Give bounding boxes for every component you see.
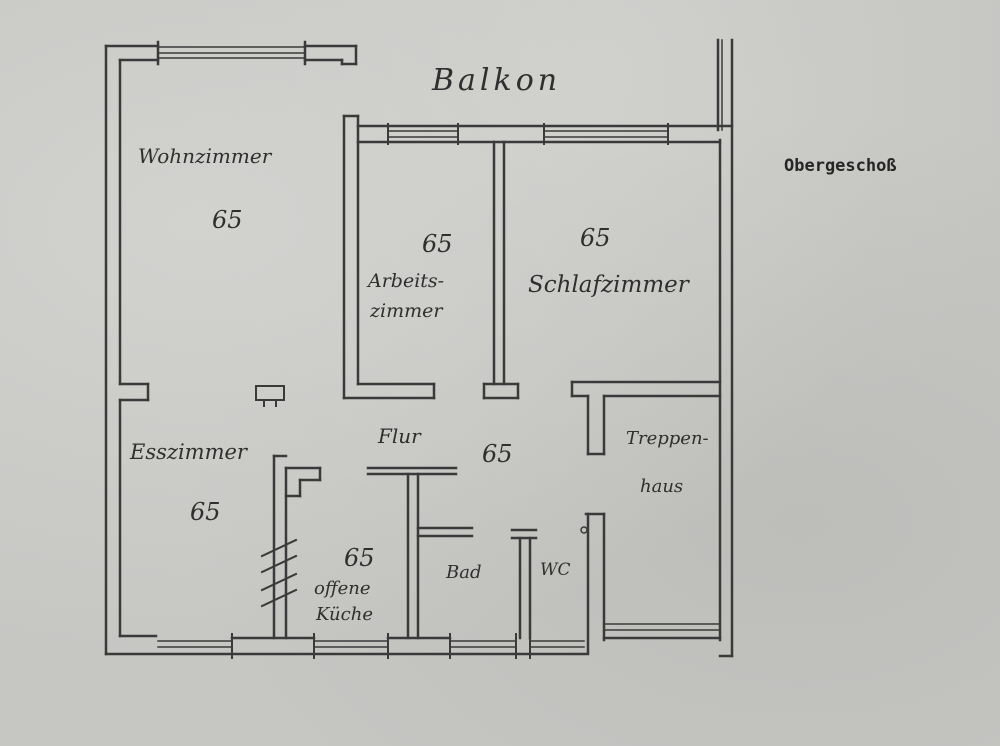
balcony-right-edge xyxy=(716,38,723,132)
room-label-arbeitszimmer-line1: Arbeits- xyxy=(368,270,445,292)
grade-schlafzimmer: 65 xyxy=(580,224,611,252)
chimney-symbol xyxy=(255,385,285,407)
kitchen-counter-hatch xyxy=(260,538,298,608)
grade-wohnzimmer: 65 xyxy=(212,206,243,234)
room-label-kueche-line1: offene xyxy=(314,578,371,599)
outer-wall-bottom xyxy=(104,633,590,659)
arbeitszimmer-schlafzimmer-wall xyxy=(482,140,520,400)
room-label-flur: Flur xyxy=(378,424,421,448)
wohnzimmer-top-wall xyxy=(104,40,358,66)
outer-wall-right xyxy=(718,38,734,658)
kitchen-partition-wall xyxy=(272,454,322,640)
grade-kueche: 65 xyxy=(344,544,375,572)
room-label-wohnzimmer: Wohnzimmer xyxy=(138,144,272,168)
treppenhaus-left-wall xyxy=(580,512,606,654)
room-label-treppenhaus-line1: Treppen- xyxy=(626,428,709,449)
room-label-wc: WC xyxy=(540,560,571,580)
room-label-esszimmer: Esszimmer xyxy=(130,440,247,464)
room-label-bad: Bad xyxy=(446,562,482,583)
outer-wall-left xyxy=(104,44,150,656)
room-label-kueche-line2: Küche xyxy=(316,604,373,625)
grade-arbeitszimmer: 65 xyxy=(422,230,453,258)
bad-walls xyxy=(366,466,474,640)
room-label-balkon: Balkon xyxy=(432,63,562,98)
room-label-schlafzimmer: Schlafzimmer xyxy=(528,272,689,298)
grade-esszimmer: 65 xyxy=(190,498,221,526)
grade-flur: 65 xyxy=(482,440,513,468)
balcony-wall xyxy=(356,123,734,145)
arbeitszimmer-left-wall xyxy=(342,114,436,400)
level-title: Obergeschoß xyxy=(784,156,897,176)
wc-walls xyxy=(510,528,538,640)
treppenhaus-bottom-window xyxy=(602,623,722,640)
schlafzimmer-bottom-wall xyxy=(570,380,722,456)
room-label-arbeitszimmer-line2: zimmer xyxy=(370,300,443,322)
room-label-treppenhaus-line2: haus xyxy=(640,476,684,497)
